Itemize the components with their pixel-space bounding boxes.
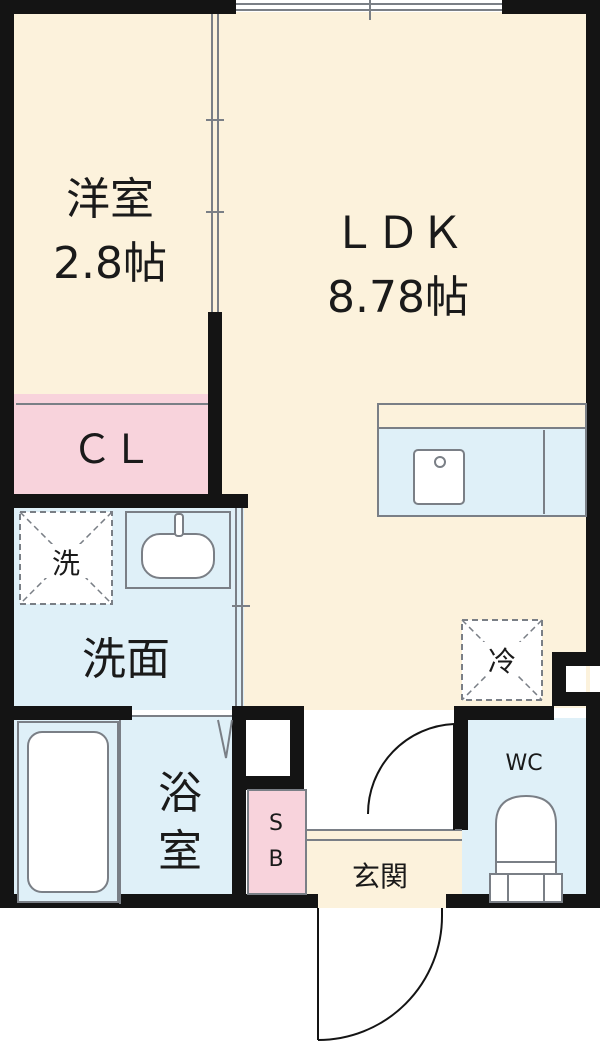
sink-icon [125,511,231,589]
shoe-box-outline [247,789,307,895]
closet-label: ＣＬ [72,427,152,473]
bath-label-top: 浴 [158,768,202,819]
shoe-box-label-top: S [269,811,283,836]
fridge-label: 冷 [488,645,516,678]
ldk-door-swing [366,723,455,830]
fridge-label-bg [478,642,526,676]
toilet-label: WC [505,751,542,776]
storage-pillar [246,720,290,776]
bath-label-bottom: 室 [158,826,202,877]
ldk-room-name: ＬＤＫ [332,208,464,259]
western-room-name: 洋室 [66,174,154,225]
entrance-door-swing [317,908,443,1041]
shoe-box-label-bottom: B [268,847,283,872]
closet-floor [14,394,214,494]
washroom-label: 洗面 [82,634,170,685]
walls [0,0,600,908]
ldk-floor-lower [244,498,460,710]
fridge-pillar-void [566,666,586,692]
entrance-floor [306,830,462,908]
kitchen-counter-icon [377,403,587,517]
washing-machine-label: 洗 [52,547,80,580]
toilet-icon [489,794,563,903]
western-room-size: 2.8帖 [53,238,167,289]
bathtub-icon [17,721,119,903]
sliding-door-partition [206,14,224,312]
entrance-label: 玄関 [352,860,408,893]
western-room-floor [12,12,216,394]
top-window [236,0,502,20]
washing-machine-label-bg [40,544,92,578]
washroom-door [232,508,250,706]
shoe-box-floor [248,790,306,894]
bath-door [132,715,233,759]
ldk-room-size: 8.78帖 [327,272,469,323]
